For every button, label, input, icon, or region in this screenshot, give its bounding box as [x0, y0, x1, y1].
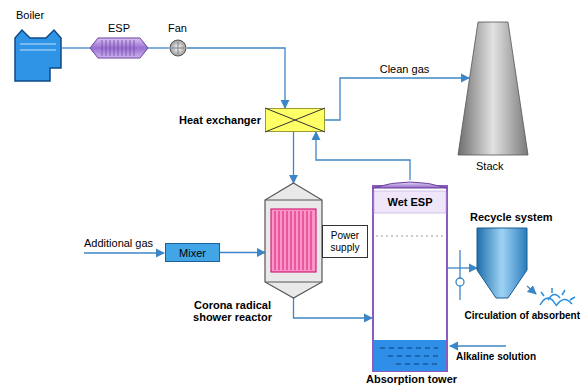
splash-stroke — [548, 294, 560, 300]
boiler-icon-outline — [14, 28, 62, 82]
absorption-tower: Absorption towerWet ESP — [372, 180, 448, 372]
esp-body — [90, 38, 148, 58]
esp-plate — [126, 40, 127, 56]
node-label: Corona radical shower reactor — [185, 299, 280, 323]
boiler-detail — [20, 44, 56, 50]
edge-label: Clean gas — [378, 63, 432, 75]
flow-connector — [325, 78, 469, 120]
electrode — [303, 211, 304, 270]
recycle-hopper-outline — [477, 228, 527, 298]
esp-plate — [122, 40, 123, 56]
liquid-ripple — [396, 364, 438, 365]
node-label: Fan — [168, 22, 187, 34]
hx-box — [266, 109, 325, 132]
electrode — [279, 211, 280, 270]
flow-label: Circulation of absorbent — [464, 310, 580, 322]
node-label: Recycle system — [470, 211, 553, 223]
power-box — [323, 226, 368, 258]
tower-cap — [373, 182, 447, 188]
node-label: Absorption tower — [366, 373, 457, 385]
esp-plate — [110, 40, 111, 56]
recycle-hopper: Recycle system — [477, 228, 527, 298]
node-label: Mixer — [179, 247, 206, 259]
heat-exchanger-outline — [265, 108, 325, 132]
stack: Stack — [458, 22, 528, 155]
esp-plate — [118, 40, 119, 56]
flow-connector — [448, 267, 477, 268]
splash-stroke — [556, 299, 572, 306]
water-splash-icon — [540, 288, 575, 306]
electrode — [311, 211, 312, 270]
flow-connector — [294, 298, 373, 318]
power-supply-box: Power supply — [322, 225, 368, 258]
esp-plate — [134, 40, 135, 56]
heat-exchanger: Heat exchanger — [265, 108, 325, 132]
electrode — [299, 211, 300, 270]
splash-drops — [541, 288, 575, 300]
absorbent-liquid — [374, 340, 446, 371]
boiler-body — [15, 30, 61, 81]
node-label: ESP — [108, 22, 130, 34]
flow-connector — [187, 48, 285, 108]
node-label: Wet ESP — [387, 196, 432, 208]
liquid-ripple — [380, 348, 438, 349]
stack-outline — [458, 22, 528, 155]
spray-level — [376, 236, 444, 237]
reactor-shell — [265, 183, 322, 298]
electrode — [307, 211, 308, 270]
esp-unit: ESP — [90, 38, 148, 58]
additional-gas-inlet — [84, 252, 164, 253]
electrode — [295, 211, 296, 270]
flow-connector — [62, 47, 90, 48]
electrode — [287, 211, 288, 270]
electrode-block — [271, 209, 316, 272]
electrode — [291, 211, 292, 270]
flow-connector — [293, 132, 294, 183]
feed-label: Alkaline solution — [456, 351, 536, 363]
pump-symbol — [456, 278, 464, 286]
reactor-vessel: Corona radical shower reactor — [265, 183, 322, 298]
esp-plate — [114, 40, 115, 56]
circulation-pipe — [459, 250, 460, 300]
node-label: Stack — [476, 160, 504, 172]
esp-plate — [102, 40, 103, 56]
fan-symbol: Fan — [169, 39, 187, 57]
tower-wall — [373, 186, 447, 371]
alkaline-feed-arrow — [450, 345, 506, 346]
discharge-arrow — [527, 286, 536, 294]
fan-symbol-outline — [169, 39, 187, 57]
node-label: Boiler — [16, 9, 44, 21]
hx-cross — [265, 108, 325, 132]
esp-plate — [130, 40, 131, 56]
node-label: Power supply — [325, 230, 365, 254]
node-label: Heat exchanger — [160, 114, 261, 126]
mixer-fill — [166, 244, 220, 262]
flow-connector — [220, 252, 265, 253]
electrode — [283, 211, 284, 270]
esp-plate — [106, 40, 107, 56]
esp-unit-outline — [90, 38, 148, 58]
wet-esp-band — [374, 191, 446, 213]
reactor-flange — [265, 200, 322, 282]
wet-esp-section: Wet ESP — [372, 191, 448, 213]
mixer-box: Mixer — [165, 243, 220, 262]
liquid-ripple — [388, 356, 438, 357]
flow-connector — [316, 132, 410, 180]
fan-blade — [172, 42, 184, 54]
inlet-label: Additional gas — [84, 237, 153, 249]
fan-casing — [170, 40, 186, 56]
electrode — [275, 211, 276, 270]
reactor-vessel-outline — [265, 183, 322, 298]
hopper-body — [477, 228, 527, 298]
boiler-icon: Boiler — [14, 28, 62, 82]
flow-connector — [148, 47, 169, 48]
stack-body — [458, 22, 528, 155]
